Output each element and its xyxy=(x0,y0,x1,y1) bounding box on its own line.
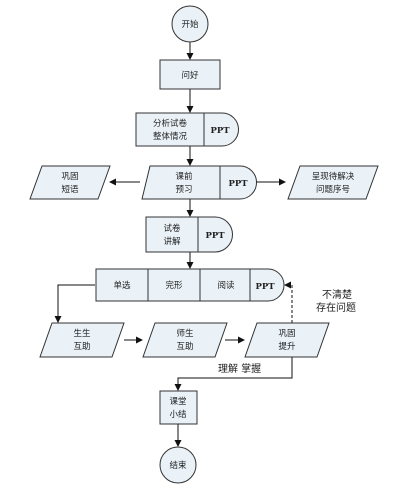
teacher-label-line2: 互助 xyxy=(176,341,193,352)
edge-label-mastered: 理解 掌握 xyxy=(218,362,261,375)
consolidate-node: 巩固 提升 xyxy=(244,322,330,358)
teacher-node: 师生 互助 xyxy=(142,322,228,358)
arrow-consolidate-back-unclear xyxy=(284,281,293,323)
section-cloze-label: 完形 xyxy=(165,280,183,291)
sections-ppt-label: PPT xyxy=(255,282,275,292)
phrases-label-line1: 巩固 xyxy=(61,172,78,182)
edge-label-unclear-line2: 存在问题 xyxy=(316,301,356,314)
explain-ppt-label: PPT xyxy=(205,231,225,241)
preview-ppt-label: PPT xyxy=(228,179,248,189)
peer-label-line1: 生生 xyxy=(73,328,91,339)
issues-node: 呈现待解决 问题序号 xyxy=(287,165,379,200)
arrow-consolidate-to-summary xyxy=(174,357,293,391)
greet-label: 问好 xyxy=(181,70,199,81)
summary-label-line2: 小结 xyxy=(169,409,186,420)
issues-label-line2: 问题序号 xyxy=(316,184,350,195)
start-node: 开始 xyxy=(171,5,209,43)
section-single xyxy=(95,268,149,302)
consolidate-label-line2: 提升 xyxy=(278,341,296,352)
arrow-sections-to-peer xyxy=(54,284,95,323)
analyze-label-line2: 整体情况 xyxy=(153,131,188,142)
explain-node: 试卷 讲解 PPT xyxy=(145,216,233,253)
end-label: 结束 xyxy=(169,460,187,471)
teacher-label-line1: 师生 xyxy=(176,328,194,339)
end-node: 结束 xyxy=(159,446,197,484)
start-label: 开始 xyxy=(181,19,199,30)
section-cloze xyxy=(147,268,201,302)
section-single-label: 单选 xyxy=(113,280,131,291)
summary-node: 课堂 小结 xyxy=(159,390,198,425)
summary-label-line1: 课堂 xyxy=(169,396,186,407)
preview-label-line2: 预习 xyxy=(175,184,192,195)
issues-label-line1: 呈现待解决 xyxy=(312,171,355,182)
preview-node: 课前 预习 PPT xyxy=(141,165,257,200)
greet-node: 问好 xyxy=(159,59,221,90)
preview-label-line1: 课前 xyxy=(175,171,193,182)
peer-label-line2: 互助 xyxy=(73,341,90,352)
phrases-label-line2: 短语 xyxy=(61,184,79,195)
section-reading-label: 阅读 xyxy=(217,280,235,291)
consolidate-label-line1: 巩固 xyxy=(278,329,295,339)
phrases-node: 巩固 短语 xyxy=(29,165,111,200)
explain-label-line1: 试卷 xyxy=(163,223,181,234)
analyze-node: 分析试卷 整体情况 PPT xyxy=(135,112,239,147)
section-reading xyxy=(199,268,251,302)
sections-node: 单选 完形 阅读 PPT xyxy=(95,268,285,302)
edge-label-unclear-line1: 不清楚 xyxy=(322,288,352,301)
peer-node: 生生 互助 xyxy=(39,322,125,358)
explain-label-line2: 讲解 xyxy=(163,236,181,247)
analyze-ppt-label: PPT xyxy=(210,126,230,136)
analyze-label-line1: 分析试卷 xyxy=(153,118,188,129)
